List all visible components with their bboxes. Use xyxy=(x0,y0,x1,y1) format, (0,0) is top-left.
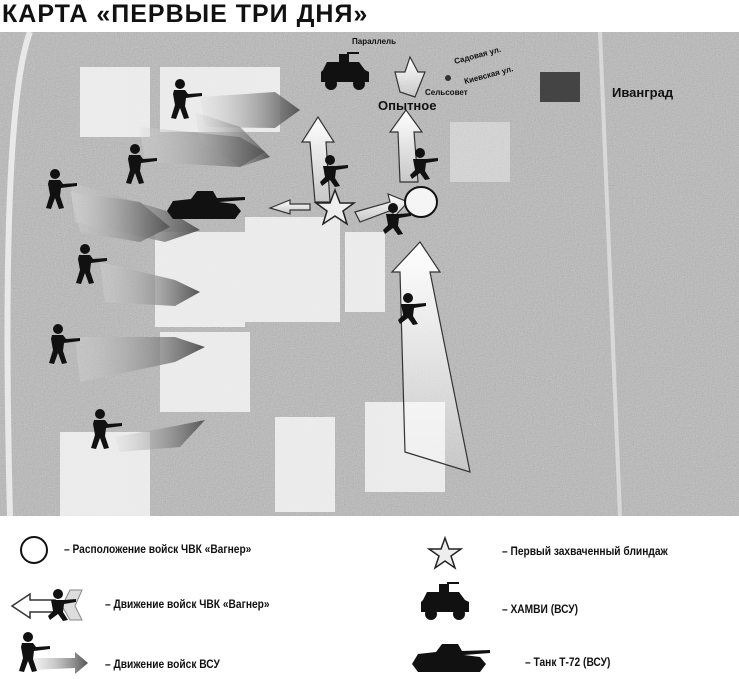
label-selsovet: Сельсовет xyxy=(425,88,468,97)
legend-label-wagner-movement: – Движение войск ЧВК «Вагнер» xyxy=(105,597,270,611)
wagner-position-circle xyxy=(404,186,438,218)
legend: – Расположение войск ЧВК «Вагнер» – Движ… xyxy=(0,520,739,679)
star-icon xyxy=(426,535,464,570)
building xyxy=(540,72,580,102)
map-title: КАРТА «ПЕРВЫЕ ТРИ ДНЯ» xyxy=(2,0,369,28)
captured-bunker-star xyxy=(313,187,357,226)
tank-icon xyxy=(412,644,490,672)
label-opytnoe: Опытное xyxy=(378,98,436,113)
afu-movement-icon xyxy=(19,632,88,674)
map-area: Опытное Иванград Параллель Садовая ул. К… xyxy=(0,32,739,516)
circle-icon xyxy=(20,536,48,564)
humvee-icon xyxy=(421,582,469,620)
legend-label-humvee: – ХАМВИ (ВСУ) xyxy=(502,602,579,616)
legend-label-bunker: – Первый захваченный блиндаж xyxy=(502,544,668,558)
afu-movement-arrows xyxy=(70,92,300,452)
legend-label-wagner-position: – Расположение войск ЧВК «Вагнер» xyxy=(64,542,252,556)
wagner-movement-icon xyxy=(10,589,83,621)
label-parallel: Параллель xyxy=(352,37,396,46)
label-ivangrad: Иванград xyxy=(612,85,674,100)
legend-label-afu-movement: – Движение войск ВСУ xyxy=(105,657,220,671)
legend-label-tank: – Танк Т-72 (ВСУ) xyxy=(525,655,611,669)
